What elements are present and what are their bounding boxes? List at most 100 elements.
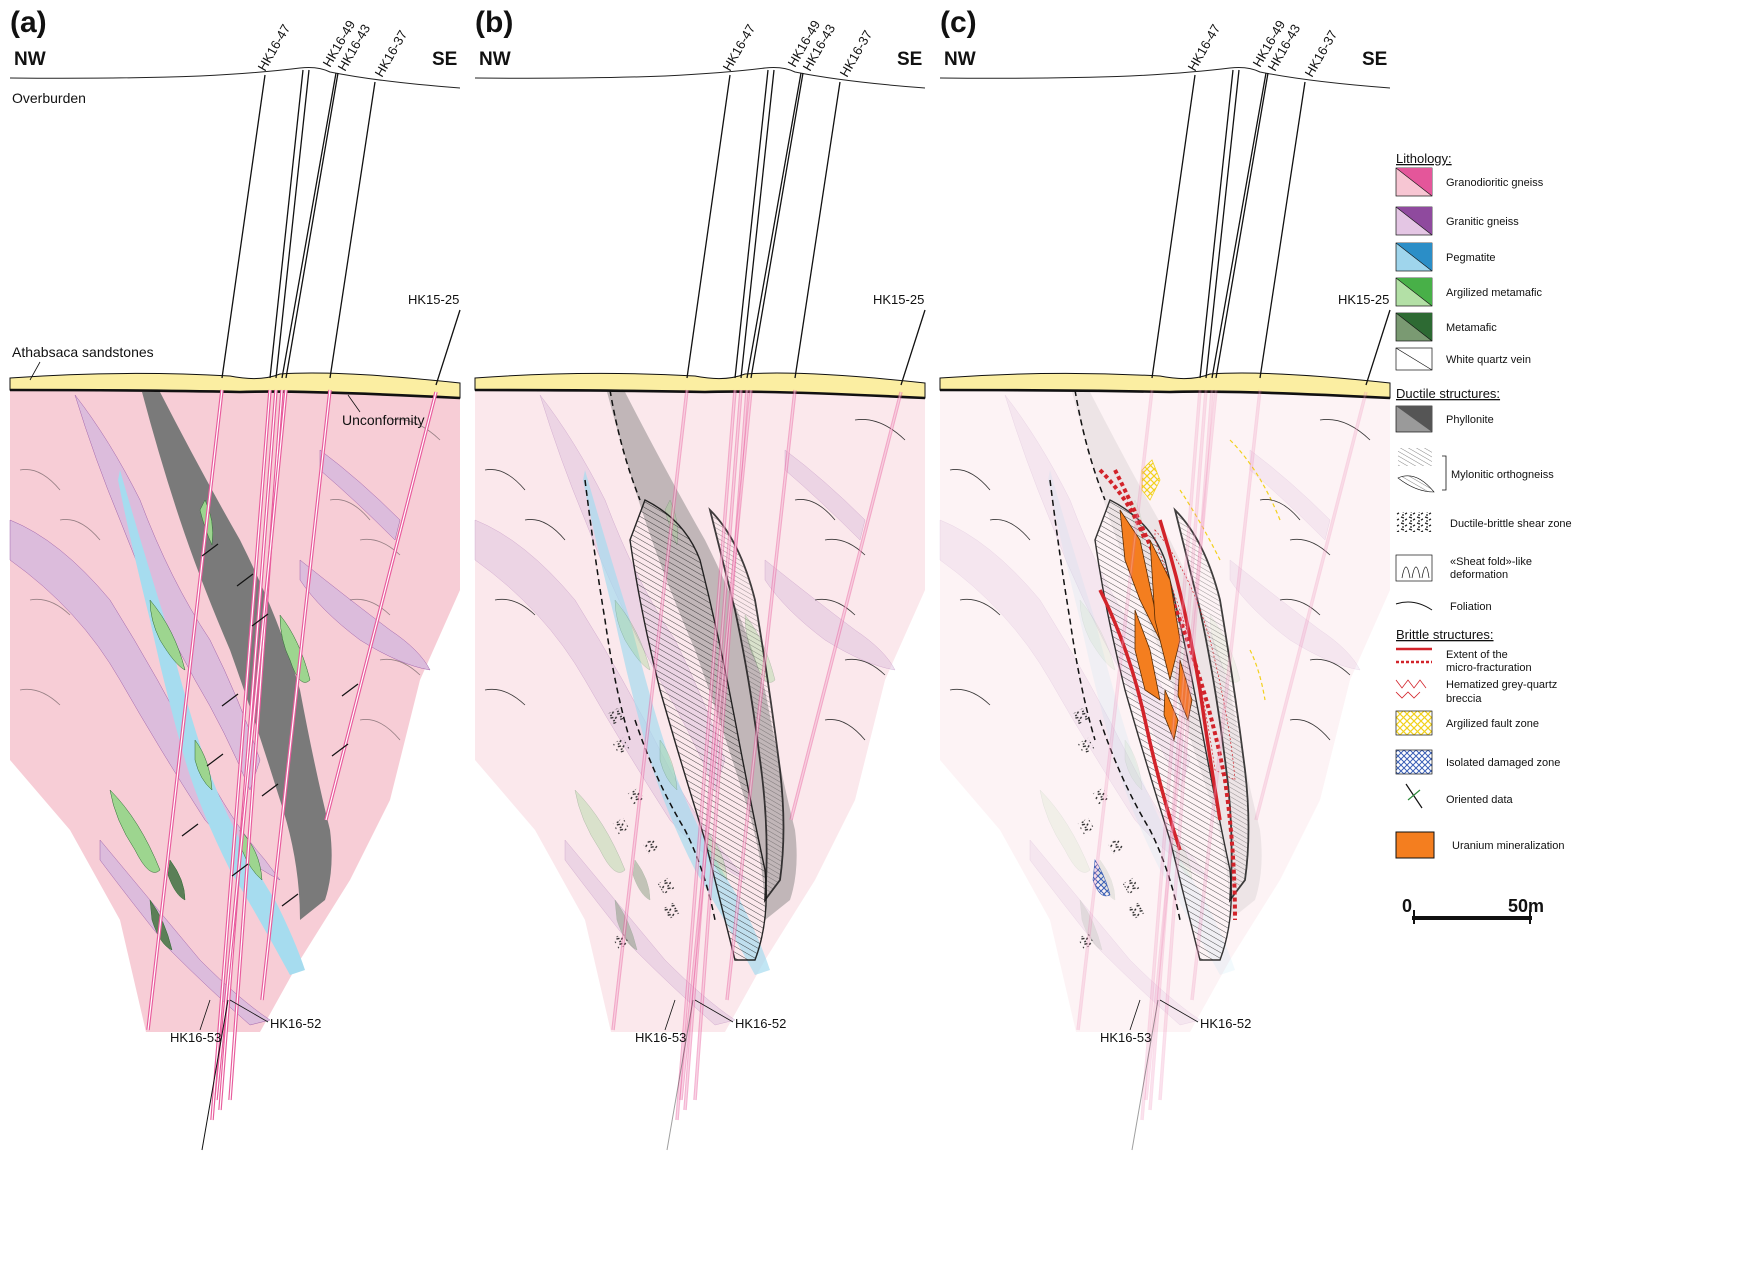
- ductile-brittle-block-3: [1092, 787, 1110, 805]
- drillhole-upper-4: [281, 72, 337, 379]
- drillhole-label-hk15-25: HK15-25: [873, 292, 924, 307]
- foliation-trace-1: [19, 469, 61, 491]
- ductile-brittle-block-2: [1077, 737, 1095, 755]
- legend-lithology-label-4: Argilized metamafic: [1446, 287, 1542, 299]
- ductile-brittle-block-1: [1072, 707, 1090, 725]
- drillhole-upper-3: [1205, 69, 1240, 379]
- granitic-gneiss-band-3: [299, 559, 431, 671]
- metamafic-lens-7: [1124, 739, 1143, 791]
- drillhole-lower-core-4: [694, 389, 748, 1101]
- oriented-data-tick-5: [206, 753, 224, 767]
- foliation-trace-3: [494, 598, 536, 616]
- legend-brittle-label-2: Hematized grey-quartz: [1446, 679, 1557, 691]
- topography-line: [939, 67, 1391, 89]
- shear-trace-2: [584, 479, 631, 741]
- foliation-trace-5: [794, 499, 836, 521]
- foliation-trace-5: [1259, 499, 1301, 521]
- panel-letter: (c): [940, 6, 977, 39]
- drillhole-deep-extension: [201, 999, 229, 1151]
- foliation-trace-4: [949, 688, 991, 706]
- micro-fracture-extent-top: [1098, 468, 1147, 541]
- uranium-lens-4: [1177, 659, 1193, 722]
- legend-swatch-divider-5: [1395, 312, 1433, 342]
- legend-brittle-label-4: Isolated damaged zone: [1446, 757, 1560, 769]
- drillhole-lower-core-6: [726, 389, 796, 1001]
- oriented-data-tick-4: [221, 693, 239, 707]
- oriented-data-tick-11: [341, 683, 359, 697]
- legend-ductile-label-5: Foliation: [1450, 601, 1492, 613]
- foliation-trace-3: [29, 598, 71, 616]
- leader-bottom-2: [1159, 999, 1199, 1023]
- oriented-data-tick-9: [281, 893, 299, 907]
- drillhole-upper-4: [746, 72, 802, 379]
- foliation-trace-7: [1279, 598, 1321, 616]
- drillhole-deep-extension: [1131, 999, 1159, 1151]
- drillhole-lower-1: [1076, 389, 1154, 1031]
- ductile-brittle-block-2: [612, 737, 630, 755]
- granitic-gneiss-band-4: [1249, 449, 1331, 541]
- legend-breccia-swatch: [1395, 679, 1427, 699]
- sandstones-label: Athabsaca sandstones: [12, 344, 154, 360]
- drillhole-upper-2: [1199, 69, 1234, 379]
- drillhole-label-hk15-25: HK15-25: [1338, 292, 1389, 307]
- foliation-trace-10: [389, 419, 441, 441]
- drillhole-hk15-25-upper: [1365, 309, 1391, 386]
- legend-ductile-brittle-swatch: [1396, 512, 1432, 532]
- drillhole-label-top-4: HK16-37: [1302, 28, 1341, 80]
- drillhole-lower-core-6: [261, 389, 331, 1001]
- foliation-trace-7: [814, 598, 856, 616]
- oriented-data-tick-3: [251, 613, 269, 627]
- legend-swatch-divider-1: [1395, 167, 1433, 197]
- ductile-brittle-block-1: [607, 707, 625, 725]
- legend-brittle-label-5: Oriented data: [1446, 794, 1514, 806]
- drillhole-lower-4: [693, 389, 749, 1101]
- oriented-data-tick-10: [331, 743, 349, 757]
- drillhole-upper-1: [686, 74, 731, 379]
- metamafic-lens-3: [149, 599, 186, 671]
- argilized-fault-trace-2: [1249, 649, 1266, 701]
- micro-fracture-extent-solid-2: [1158, 519, 1222, 821]
- leader-bottom-1: [664, 999, 676, 1031]
- legend-lithology-label-6: White quartz vein: [1446, 354, 1531, 366]
- foliation-trace-2: [989, 519, 1031, 541]
- foliation-trace-10: [854, 419, 906, 441]
- foliation-trace-10: [1319, 419, 1371, 441]
- drillhole-lower-core-1: [147, 389, 223, 1031]
- drillhole-upper-5: [285, 72, 339, 379]
- drillhole-lower-core-3: [684, 389, 742, 1111]
- direction-label-se: SE: [897, 49, 922, 70]
- drillhole-label-top-1: HK16-47: [255, 22, 294, 74]
- ductile-brittle-block-7: [1077, 932, 1095, 950]
- metamafic-lens-4: [1039, 789, 1091, 873]
- oriented-data-tick-7: [181, 823, 199, 837]
- overburden-label: Overburden: [12, 90, 86, 106]
- drillhole-lower-core-5: [680, 389, 752, 1101]
- legend-argilized-fault-swatch: [1395, 710, 1433, 736]
- panel-letter: (a): [10, 6, 47, 39]
- drillhole-upper-6: [794, 81, 841, 379]
- drillhole-hk15-25-upper: [900, 309, 926, 386]
- mylonitic-orthogneiss-upper: [708, 507, 785, 903]
- ductile-brittle-block-5: [1107, 837, 1125, 855]
- topography-line: [474, 67, 926, 89]
- drillhole-lower-core-4: [1159, 389, 1213, 1101]
- ductile-brittle-block-6: [657, 877, 675, 895]
- ductile-brittle-block-8: [662, 902, 680, 920]
- shear-trace-3: [634, 719, 716, 921]
- drillhole-lower-core-7: [325, 391, 437, 821]
- ductile-brittle-block-6: [1122, 877, 1140, 895]
- drillhole-lower-1: [611, 389, 689, 1031]
- foliation-trace-2: [524, 519, 566, 541]
- ductile-brittle-block-5: [642, 837, 660, 855]
- drillhole-label-bottom-1: HK16-53: [635, 1030, 686, 1045]
- foliation-trace-9: [824, 719, 866, 741]
- drillhole-upper-6: [1259, 81, 1306, 379]
- mylonitic-shear-zone: [629, 499, 767, 961]
- ductile-brittle-block-8: [1127, 902, 1145, 920]
- foliation-trace-6: [824, 538, 866, 556]
- drillhole-upper-1: [1151, 74, 1196, 379]
- drillhole-lower-5: [679, 389, 753, 1101]
